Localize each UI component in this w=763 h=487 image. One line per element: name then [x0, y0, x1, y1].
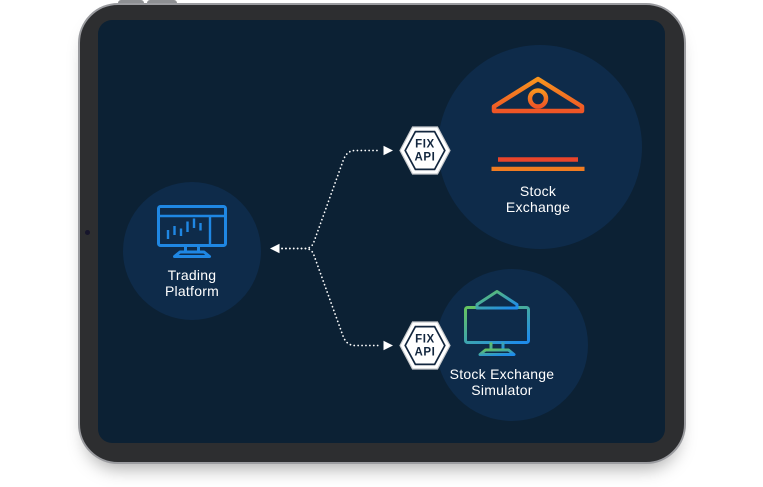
fix-api-text-line1: FIX — [415, 139, 435, 151]
connector-lower-branch — [281, 247, 380, 347]
sim-columns — [481, 314, 513, 331]
bank-icon — [491, 76, 585, 171]
arrow-right-top-icon — [383, 145, 393, 156]
arrow-left-icon — [270, 243, 280, 254]
bank-pediment-circle — [527, 88, 549, 109]
fix-api-badge-top: FIX API — [399, 126, 451, 175]
arrow-right-bottom-icon — [383, 340, 393, 351]
connector-lines — [270, 145, 393, 351]
fix-api-text-line2: API — [415, 347, 436, 359]
bank-columns — [502, 119, 574, 152]
connector-upper-branch — [281, 149, 380, 250]
label-line: Stock Exchange — [449, 366, 555, 382]
bank-monitor-icon — [464, 290, 530, 356]
trading-monitor-icon — [157, 205, 227, 258]
tablet-screen: FIX API FIX API Trading Platform Stock E… — [98, 20, 665, 443]
label-line: Trading — [167, 267, 217, 283]
candlestick-bars — [166, 218, 202, 239]
label-line: Simulator — [471, 381, 533, 398]
stock-exchange-label: Stock Exchange — [505, 183, 571, 215]
fix-api-text-line1: FIX — [415, 334, 435, 346]
label-line: Exchange — [505, 198, 571, 215]
bank-pediment — [491, 76, 585, 114]
fix-api-text-line2: API — [415, 152, 436, 164]
label-line: Stock — [519, 183, 557, 199]
hexagon-outline-icon — [399, 321, 451, 370]
stock-exchange-simulator-label: Stock Exchange Simulator — [449, 366, 555, 398]
front-camera-dot — [85, 230, 90, 235]
label-line: Platform — [164, 282, 220, 299]
hexagon-outline-icon — [399, 126, 451, 175]
fix-api-badge-bottom: FIX API — [399, 321, 451, 370]
stock-exchange-simulator-circle — [436, 269, 588, 421]
trading-platform-label: Trading Platform — [164, 267, 220, 299]
sim-pediment — [475, 290, 519, 310]
